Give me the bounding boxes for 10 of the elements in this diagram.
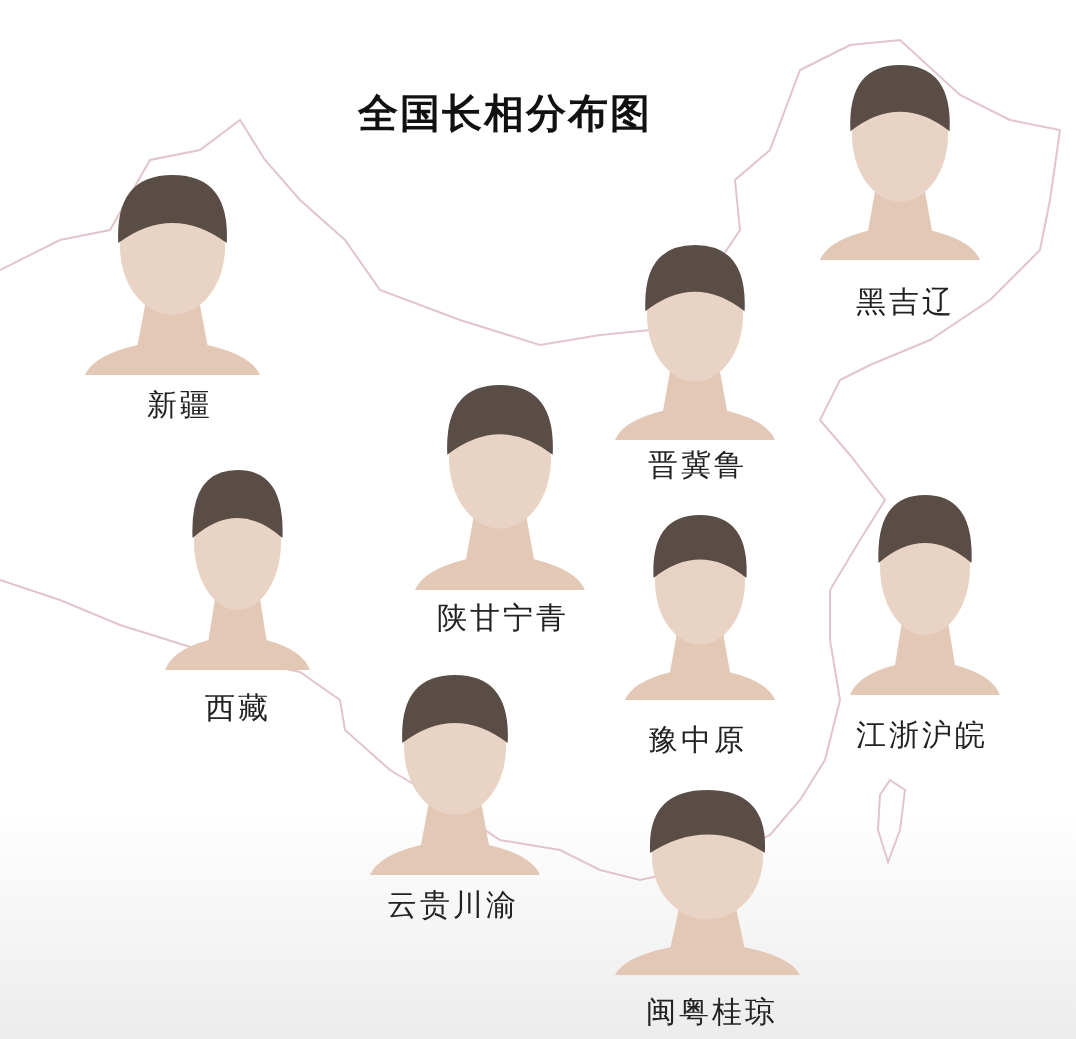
region-label: 黑吉辽 — [855, 284, 955, 320]
region-label: 江浙沪皖 — [856, 717, 988, 753]
title: 全国长相分布图 — [358, 90, 652, 136]
region-label: 云贵川渝 — [387, 887, 519, 923]
region-label: 新疆 — [147, 387, 213, 423]
region-label: 晋冀鲁 — [647, 447, 747, 483]
region-label: 闽粤桂琼 — [646, 994, 778, 1030]
region-label: 陕甘宁青 — [437, 600, 569, 636]
region-label: 西藏 — [205, 690, 271, 726]
region-label: 豫中原 — [647, 722, 747, 758]
